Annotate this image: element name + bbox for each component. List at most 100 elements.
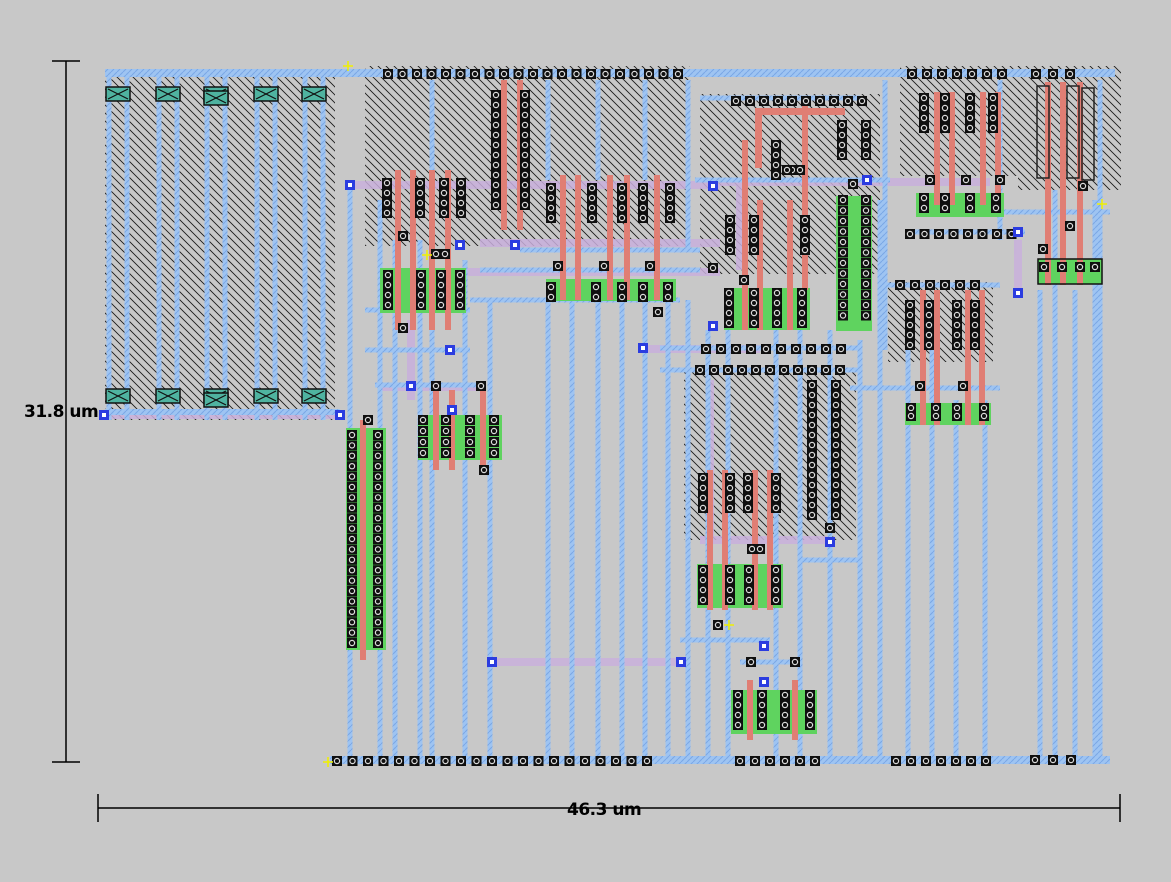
contact-cut-icon — [755, 544, 765, 554]
metal1-wire — [330, 756, 1110, 764]
metal1-wire — [953, 400, 959, 760]
contact-cut-icon — [491, 100, 501, 110]
contact-cut-body — [988, 123, 998, 133]
contact-cut-icon — [724, 308, 734, 318]
contact-cut-icon — [347, 534, 357, 544]
contact-cut-mark — [962, 176, 970, 184]
contact-cut-body — [970, 320, 980, 330]
contact-cut-mark — [992, 194, 1000, 202]
contact-cut-mark — [982, 757, 990, 765]
contact-cut-body — [919, 113, 929, 123]
contact-cut-icon — [725, 225, 735, 235]
contact-cut-icon — [744, 565, 754, 575]
contact-cut-mark — [734, 701, 742, 709]
contact-cut-body — [737, 365, 747, 375]
contact-cut-icon — [465, 448, 475, 458]
contact-cut-body — [861, 205, 871, 216]
contact-cut-mark — [492, 171, 500, 179]
contact-cut-icon — [805, 710, 815, 720]
contact-cut-mark — [808, 461, 816, 469]
metal1-wire — [272, 70, 278, 420]
contact-cut-body — [373, 471, 383, 482]
contact-cut-mark — [998, 70, 1006, 78]
contact-cut-icon — [518, 756, 528, 766]
contact-cut-icon — [455, 290, 465, 300]
contact-cut-body — [441, 69, 451, 79]
contact-cut-icon — [988, 123, 998, 133]
via-icon — [638, 343, 648, 353]
contact-cut-mark — [925, 331, 933, 339]
contact-cut-icon — [520, 200, 530, 210]
contact-cut-body — [759, 96, 769, 106]
contact-cut-icon — [546, 292, 556, 302]
contact-cut-body — [465, 448, 475, 458]
contact-cut-body — [765, 365, 775, 375]
contact-cut-icon — [779, 365, 789, 375]
contact-cut-mark — [750, 289, 758, 297]
contact-cut-icon — [965, 93, 975, 103]
contact-cut-mark — [926, 281, 934, 289]
contact-cut-mark — [699, 484, 707, 492]
contact-cut-icon — [698, 483, 708, 493]
contact-cut-mark — [618, 214, 626, 222]
contact-cut-mark — [836, 366, 844, 374]
contact-cut-body — [373, 450, 383, 461]
contact-cut-icon — [378, 756, 389, 766]
contact-cut-mark — [964, 230, 972, 238]
contact-cut-body — [663, 282, 673, 292]
via-mark — [711, 324, 715, 328]
contact-cut-icon — [952, 411, 962, 421]
contact-cut-mark — [941, 114, 949, 122]
contact-cut-mark — [442, 416, 450, 424]
contact-cut-mark — [832, 441, 840, 449]
contact-cut-icon — [733, 710, 743, 720]
contact-cut-icon — [1048, 755, 1058, 765]
contact-cut-icon — [1065, 69, 1075, 79]
contact-cut-body — [394, 756, 404, 766]
contact-cut-icon — [861, 279, 871, 289]
contact-cut-mark — [492, 181, 500, 189]
contact-cut-icon — [731, 96, 741, 106]
contact-cut-icon — [780, 690, 790, 700]
contact-cut-body — [595, 756, 606, 766]
contact-cut-mark — [535, 757, 542, 765]
metal1-wire — [1072, 290, 1078, 760]
contact-cut-body — [780, 700, 790, 710]
contact-cut-body — [673, 69, 683, 79]
contact-cut-icon — [749, 225, 759, 235]
contact-cut-mark — [849, 180, 857, 188]
contact-cut-body — [800, 225, 810, 235]
contact-cut-mark — [384, 281, 392, 289]
contact-cut-mark — [832, 411, 840, 419]
contact-cut-body — [807, 450, 817, 460]
contact-cut-body — [373, 482, 383, 492]
contact-cut-icon — [491, 120, 501, 130]
capacitor-contact-icon — [301, 86, 327, 102]
contact-cut-icon — [587, 203, 597, 213]
contact-cut-body — [615, 69, 625, 79]
contact-cut-mark — [792, 345, 800, 353]
contact-cut-mark — [442, 427, 450, 435]
contact-cut-mark — [796, 166, 804, 174]
contact-cut-mark — [773, 289, 781, 297]
contact-cut-icon — [747, 544, 757, 554]
contact-cut-mark — [645, 70, 653, 78]
well-region — [1018, 66, 1121, 190]
metal1-wire — [365, 347, 470, 353]
contact-cut-body — [940, 203, 950, 213]
contact-cut-body — [831, 380, 841, 390]
contact-cut-icon — [807, 430, 817, 440]
contact-cut-body — [373, 627, 383, 638]
contact-cut-mark — [953, 341, 961, 349]
contact-cut-icon — [807, 470, 817, 480]
contact-cut-body — [861, 150, 871, 160]
contact-cut-mark — [726, 226, 734, 234]
active-region — [731, 690, 817, 734]
contact-cut-mark — [384, 70, 392, 78]
contact-cut-icon — [591, 282, 601, 292]
contact-cut-mark — [492, 121, 500, 129]
active-region — [418, 415, 502, 460]
contact-cut-icon — [491, 190, 501, 200]
contact-cut-icon — [831, 490, 841, 500]
